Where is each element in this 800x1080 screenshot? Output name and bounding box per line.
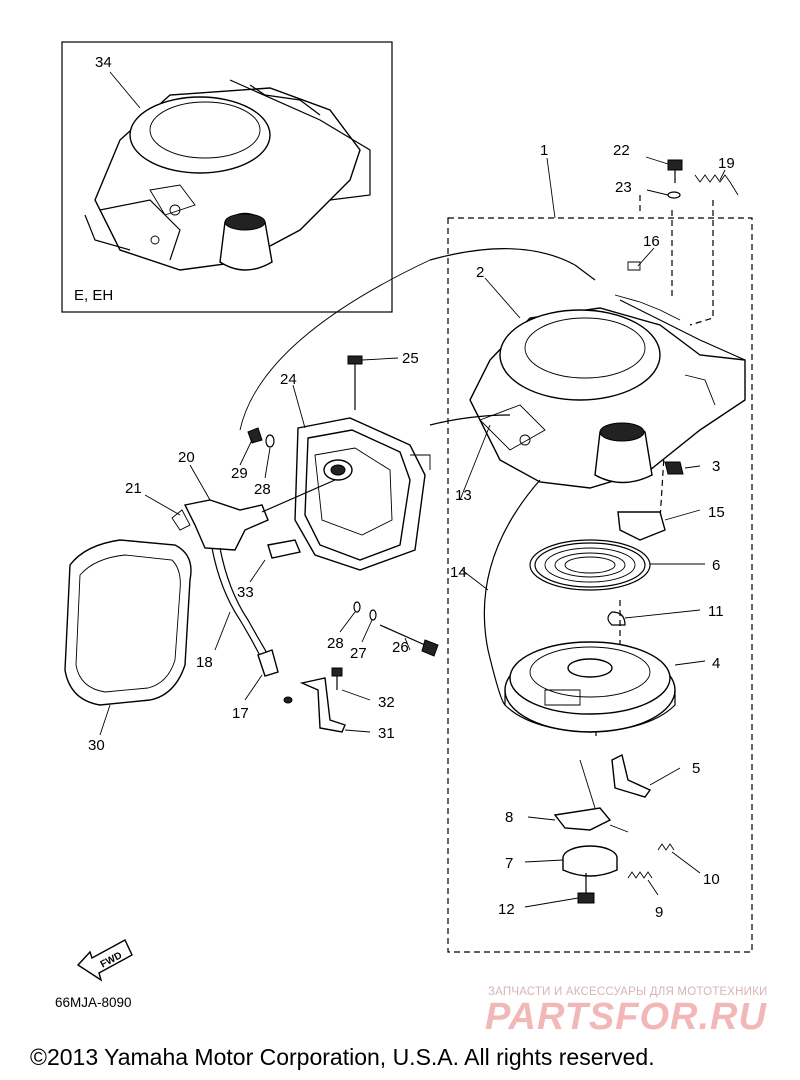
label-15: 15 <box>708 504 725 521</box>
label-33: 33 <box>237 584 254 601</box>
label-13: 13 <box>455 487 472 504</box>
label-25: 25 <box>402 350 419 367</box>
label-31: 31 <box>378 725 395 742</box>
label-28b: 28 <box>254 481 271 498</box>
pulley <box>504 641 676 733</box>
inset-box <box>61 41 393 313</box>
label-17: 17 <box>232 705 249 722</box>
label-7: 7 <box>505 855 513 872</box>
leader-lines <box>99 156 726 908</box>
starter-cover <box>469 294 746 489</box>
label-30: 30 <box>88 737 105 754</box>
label-29: 29 <box>231 465 248 482</box>
label-34: 34 <box>95 54 112 71</box>
inset-label: E, EH <box>74 287 113 304</box>
label-9: 9 <box>655 904 663 921</box>
spiral-spring <box>529 539 651 591</box>
diagram-code: 66MJA-8090 <box>55 995 132 1010</box>
label-11: 11 <box>708 603 724 620</box>
label-4: 4 <box>712 655 720 672</box>
intake-silencer <box>294 417 431 571</box>
label-12: 12 <box>498 901 515 918</box>
label-16: 16 <box>643 233 660 250</box>
label-20: 20 <box>178 449 195 466</box>
label-14: 14 <box>450 564 467 581</box>
fwd-arrow-icon: FWD <box>76 939 133 982</box>
label-22: 22 <box>613 142 630 159</box>
watermark-brand: PARTSFOR.RU <box>485 996 767 1038</box>
label-19: 19 <box>718 155 735 172</box>
watermark-tagline: ЗАПЧАСТИ И АКСЕССУАРЫ ДЛЯ МОТОТЕХНИКИ <box>488 986 768 998</box>
label-18: 18 <box>196 654 213 671</box>
label-10: 10 <box>703 871 720 888</box>
label-24: 24 <box>280 371 297 388</box>
label-2: 2 <box>476 264 484 281</box>
label-23: 23 <box>615 179 632 196</box>
label-32: 32 <box>378 694 395 711</box>
label-6: 6 <box>712 557 720 574</box>
label-8: 8 <box>505 809 513 826</box>
label-5: 5 <box>692 760 700 777</box>
label-28a: 28 <box>327 635 344 652</box>
copyright-notice: ©2013 Yamaha Motor Corporation, U.S.A. A… <box>30 1044 655 1070</box>
label-1: 1 <box>540 142 548 159</box>
label-27: 27 <box>350 645 367 662</box>
filter-element <box>64 539 192 706</box>
callout-labels: 1 2 3 4 5 6 7 8 9 10 11 12 13 14 15 16 1… <box>88 142 735 921</box>
label-21: 21 <box>125 480 142 497</box>
label-3: 3 <box>712 458 720 475</box>
label-26: 26 <box>392 639 409 656</box>
